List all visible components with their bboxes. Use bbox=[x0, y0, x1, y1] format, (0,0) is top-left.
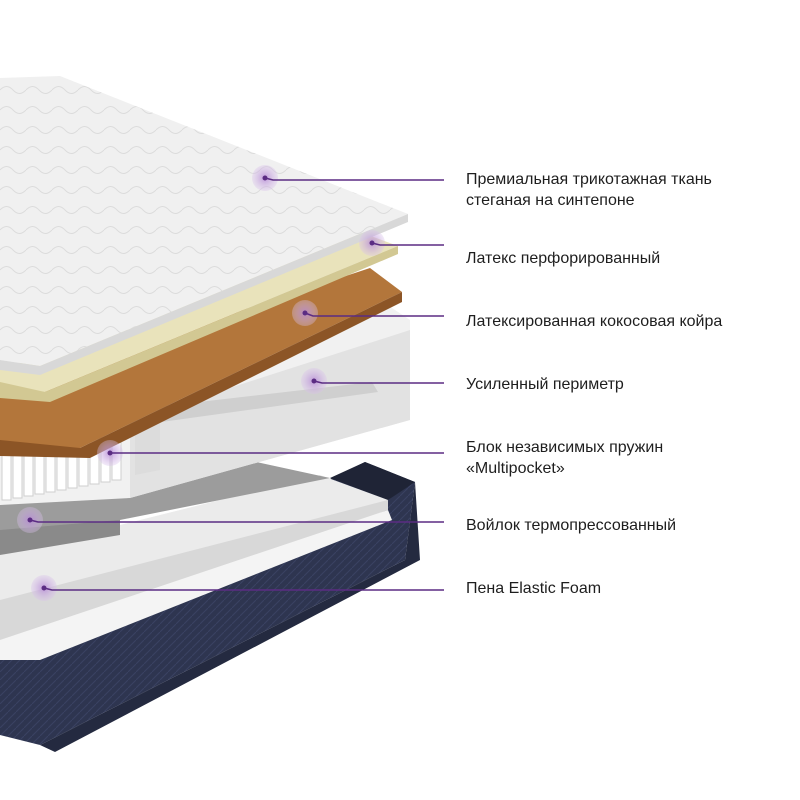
layer-label-foam: Пена Elastic Foam bbox=[466, 578, 601, 599]
layer-label-perimeter: Усиленный периметр bbox=[466, 374, 624, 395]
layer-label-line: Пена Elastic Foam bbox=[466, 580, 602, 597]
layer-label-line: Войлок термопрессованный bbox=[466, 517, 677, 534]
leader-line-coir bbox=[304, 312, 444, 317]
layer-label-line: «Multipocket» bbox=[466, 460, 565, 477]
latex-layer bbox=[0, 232, 398, 402]
layer-label-line: Латекс перфорированный bbox=[466, 250, 661, 267]
layer-label-line: стеганая на синтепоне bbox=[466, 192, 635, 209]
leader-line-fabric bbox=[264, 177, 444, 181]
layer-label-line: Блок независимых пружин bbox=[466, 439, 664, 456]
leader-line-foam bbox=[43, 587, 444, 591]
layer-label-latex: Латекс перфорированный bbox=[466, 248, 660, 269]
leader-line-perimeter bbox=[313, 380, 444, 384]
leader-line-latex bbox=[371, 242, 444, 246]
leader-lines bbox=[17, 165, 444, 601]
foam-layer bbox=[0, 475, 392, 660]
layer-label-springs: Блок независимых пружин «Multipocket» bbox=[466, 437, 663, 479]
top-fabric-layer bbox=[0, 76, 408, 375]
layer-label-line: Премиальная трикотажная ткань bbox=[466, 171, 712, 188]
layer-label-fabric: Премиальная трикотажная ткань стеганая на… bbox=[466, 169, 712, 211]
layer-label-line: Усиленный периметр bbox=[466, 376, 624, 393]
layer-label-felt: Войлок термопрессованный bbox=[466, 515, 676, 536]
layer-label-line: Латексированная кокосовая койра bbox=[466, 313, 723, 330]
leader-line-felt bbox=[29, 519, 444, 523]
layer-label-coir: Латексированная кокосовая койра bbox=[466, 311, 722, 332]
